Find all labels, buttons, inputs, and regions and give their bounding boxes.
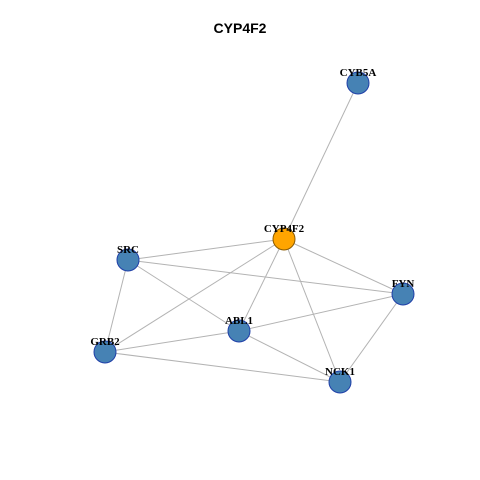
- node-cyb5a[interactable]: [346, 71, 370, 95]
- node-nck1[interactable]: [328, 370, 352, 394]
- node-label-nck1: NCK1: [325, 366, 355, 378]
- node-label-grb2: GRB2: [90, 336, 120, 348]
- edge-abl1-nck1: [238, 330, 341, 383]
- node-label-cyp4f2: CYP4F2: [264, 223, 305, 235]
- edge-src-grb2: [104, 259, 129, 353]
- node-label-fyn: FYN: [392, 278, 415, 290]
- node-label-src: SRC: [117, 244, 139, 256]
- edge-cyb5a-cyp4f2: [283, 82, 359, 240]
- node-label-abl1: ABL1: [225, 315, 253, 327]
- edge-layer: [104, 82, 404, 383]
- edge-cyp4f2-nck1: [283, 238, 341, 383]
- node-abl1[interactable]: [227, 319, 251, 343]
- edge-fyn-abl1: [238, 293, 404, 332]
- node-grb2[interactable]: [93, 340, 117, 364]
- edge-src-abl1: [127, 259, 240, 332]
- edge-src-fyn: [127, 259, 404, 295]
- node-layer: [93, 71, 415, 394]
- edge-cyp4f2-src: [127, 238, 285, 261]
- edge-grb2-nck1: [104, 351, 341, 383]
- edge-fyn-nck1: [339, 293, 404, 383]
- graph-title: CYP4F2: [213, 20, 267, 36]
- node-label-cyb5a: CYB5A: [340, 67, 377, 79]
- node-fyn[interactable]: [391, 282, 415, 306]
- edge-cyp4f2-fyn: [283, 238, 404, 295]
- edge-cyp4f2-abl1: [238, 238, 285, 332]
- edge-cyp4f2-grb2: [104, 238, 285, 353]
- node-cyp4f2[interactable]: [272, 227, 296, 251]
- node-src[interactable]: [116, 248, 140, 272]
- edge-abl1-grb2: [104, 330, 240, 353]
